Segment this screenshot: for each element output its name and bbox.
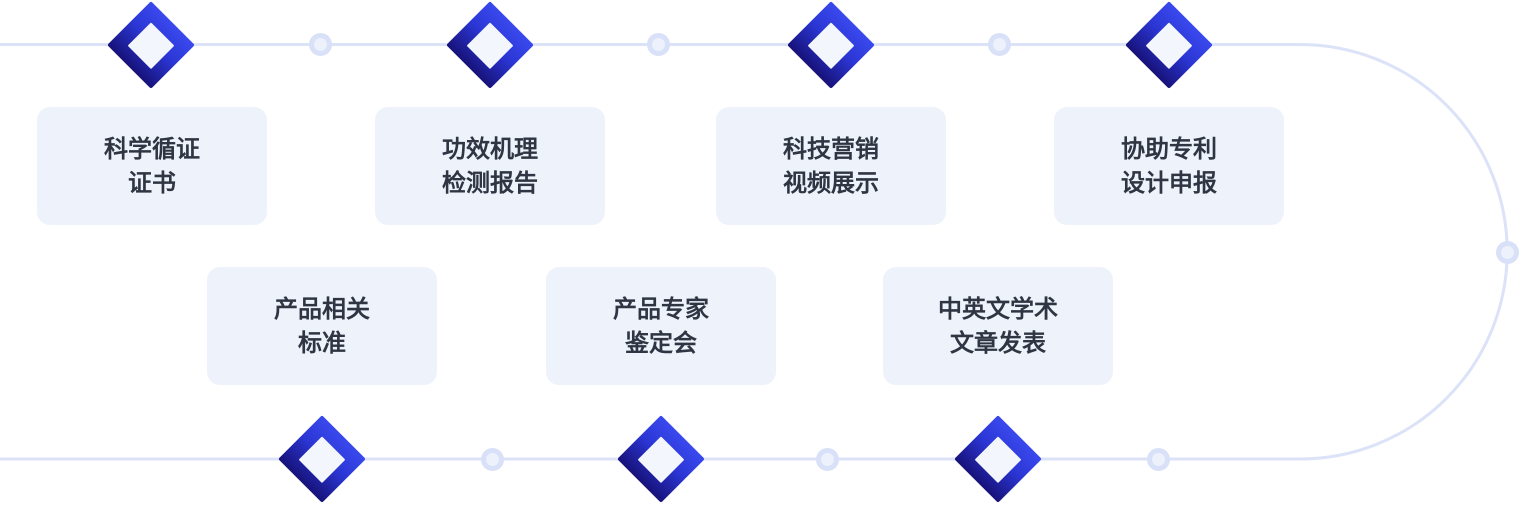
milestone-card: 协助专利 设计申报: [1054, 107, 1284, 225]
track-node-circle: [480, 447, 504, 471]
milestone-label-line1: 中英文学术: [938, 295, 1058, 323]
track-node-circle: [815, 447, 839, 471]
milestone-label-line1: 功效机理: [442, 135, 538, 163]
milestone-label-line2: 视频展示: [783, 169, 879, 197]
milestone-label-line2: 检测报告: [442, 169, 538, 197]
milestone-card: 科技营销 视频展示: [716, 107, 946, 225]
diamond-inner-icon: [974, 435, 1022, 483]
track-node-circle: [1495, 240, 1519, 264]
milestone-label-line1: 科技营销: [783, 135, 879, 163]
milestone-label-line2: 标准: [298, 329, 346, 357]
milestone-label-line1: 协助专利: [1121, 135, 1217, 163]
diamond-inner-icon: [127, 21, 175, 69]
milestone-card: 产品相关 标准: [207, 267, 437, 385]
milestone-card: 功效机理 检测报告: [375, 107, 605, 225]
diamond-inner-icon: [807, 21, 855, 69]
track-node-circle: [987, 33, 1011, 56]
track-node-circle: [646, 33, 670, 56]
milestone-label-line2: 文章发表: [950, 329, 1046, 357]
milestone-label-line2: 证书: [128, 169, 176, 197]
track-node-circle: [308, 33, 332, 56]
milestone-label-line1: 科学循证: [104, 135, 200, 163]
diamond-inner-icon: [466, 21, 514, 69]
track-node-circle: [1146, 447, 1170, 471]
diamond-inner-icon: [1145, 21, 1193, 69]
milestone-label-line2: 鉴定会: [625, 329, 697, 357]
milestone-label-line1: 产品相关: [274, 295, 370, 323]
milestone-card: 科学循证 证书: [37, 107, 267, 225]
milestone-card: 中英文学术 文章发表: [883, 267, 1113, 385]
milestone-card: 产品专家 鉴定会: [546, 267, 776, 385]
diamond-inner-icon: [298, 435, 346, 483]
milestone-label-line1: 产品专家: [613, 295, 709, 323]
diamond-inner-icon: [637, 435, 685, 483]
milestone-label-line2: 设计申报: [1121, 169, 1217, 197]
